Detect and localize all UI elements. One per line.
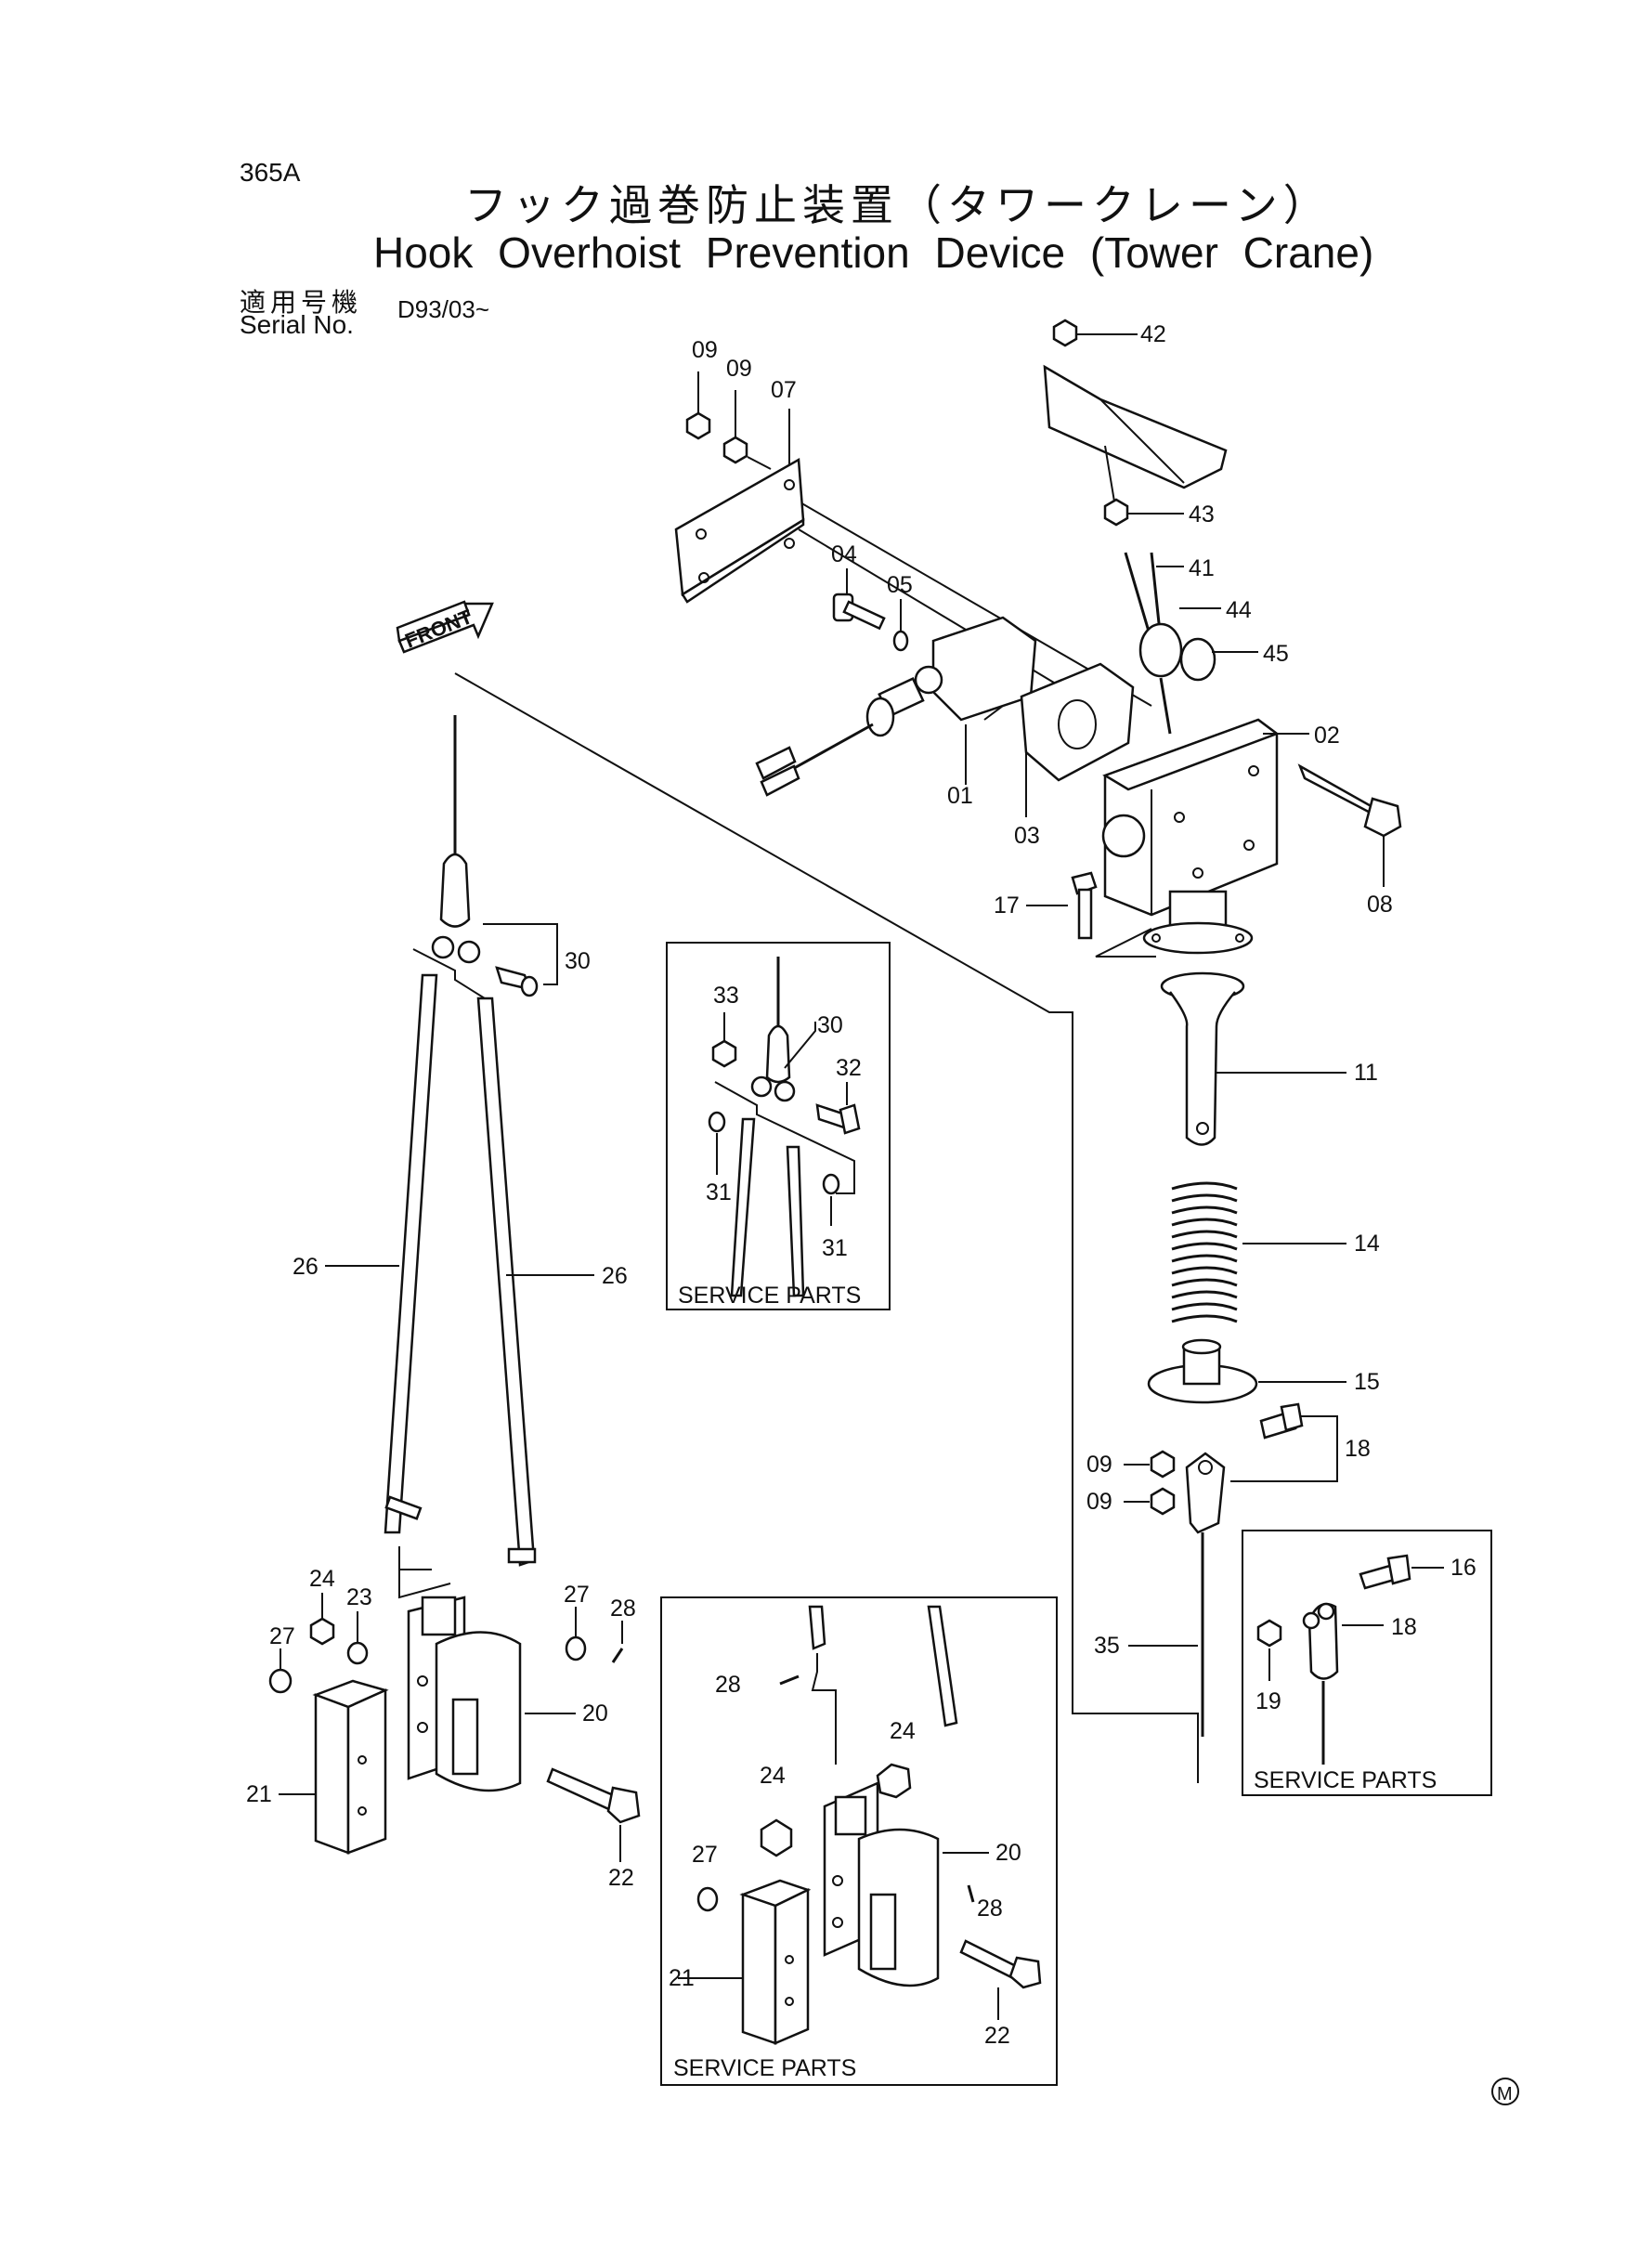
callout-32: 32 (836, 1055, 862, 1081)
callout-01: 01 (947, 783, 973, 809)
service-parts-label: SERVICE PARTS (678, 1283, 861, 1309)
bolt-08 (1297, 763, 1402, 887)
callout-26: 26 (293, 1254, 319, 1280)
hanging-rope (431, 715, 558, 997)
callout-07: 07 (771, 377, 797, 403)
manufacturer-mark: M (1491, 2078, 1519, 2105)
callout-22: 22 (984, 2023, 1010, 2049)
callout-26: 26 (602, 1263, 628, 1289)
shaft-11 (1160, 971, 1346, 1146)
bolt-22 (546, 1767, 641, 1862)
callout-43: 43 (1189, 502, 1215, 528)
callout-20: 20 (995, 1840, 1021, 1866)
callout-24: 24 (890, 1718, 916, 1744)
title-japanese: フック過巻防止装置（タワークレーン） (464, 181, 1332, 229)
callout-30: 30 (565, 948, 591, 974)
callout-27: 27 (692, 1842, 718, 1868)
clevis-18 (1124, 1402, 1338, 1534)
callout-28: 28 (977, 1896, 1003, 1922)
callout-09: 09 (1086, 1452, 1112, 1478)
front-arrow: FRONT (396, 600, 494, 654)
limit-switch-01 (755, 616, 1037, 797)
title-english: Hook Overhoist Prevention Device (Tower … (373, 228, 1374, 277)
callout-28: 28 (715, 1672, 741, 1698)
callout-09: 09 (692, 337, 718, 363)
service-parts-label: SERVICE PARTS (1254, 1767, 1437, 1793)
bolt-04 (832, 568, 909, 652)
mounting-plate-07 (674, 371, 805, 604)
callout-17: 17 (994, 892, 1020, 919)
callout-09: 09 (726, 356, 752, 382)
callout-18: 18 (1345, 1436, 1371, 1462)
callout-24: 24 (309, 1566, 335, 1592)
callout-09: 09 (1086, 1489, 1112, 1515)
callout-04: 04 (831, 541, 857, 567)
callout-42: 42 (1140, 321, 1166, 347)
block-21 (279, 1679, 389, 1855)
service-parts-box-1: SERVICE PARTS (666, 942, 891, 1310)
callout-21: 21 (246, 1781, 272, 1807)
callout-45: 45 (1263, 641, 1289, 667)
callout-28: 28 (610, 1596, 636, 1622)
link-bar-26 (325, 948, 594, 1570)
service-parts-box-2: SERVICE PARTS (1242, 1530, 1492, 1796)
callout-18: 18 (1391, 1614, 1417, 1640)
callout-11: 11 (1354, 1060, 1378, 1086)
manufacturer-mark-letter: M (1497, 2084, 1513, 2104)
service-parts-label: SERVICE PARTS (673, 2055, 856, 2081)
clamp-block-20 (398, 1570, 576, 1792)
serial-label-japanese: 適用号機 (240, 288, 363, 317)
gasket-03 (1020, 662, 1135, 817)
callout-14: 14 (1354, 1231, 1380, 1257)
callout-31: 31 (822, 1235, 848, 1261)
callout-15: 15 (1354, 1369, 1380, 1395)
callout-22: 22 (608, 1865, 634, 1891)
guide-plate (1043, 319, 1228, 527)
callout-31: 31 (706, 1179, 732, 1205)
bracket-02 (1101, 718, 1309, 917)
callout-20: 20 (582, 1700, 608, 1726)
bolt-17 (1026, 871, 1098, 940)
spring-seat-15 (1147, 1338, 1346, 1404)
callout-08: 08 (1367, 892, 1393, 918)
serial-value: D93/03~ (397, 295, 490, 323)
callout-35: 35 (1094, 1633, 1120, 1659)
callout-labels: 09 09 07 42 43 41 44 45 04 05 02 01 03 0… (246, 321, 1476, 2049)
callout-02: 02 (1314, 723, 1340, 749)
callout-33: 33 (713, 983, 739, 1009)
rod-41 (1124, 552, 1258, 735)
callout-19: 19 (1255, 1688, 1281, 1714)
spring-14 (1171, 1181, 1346, 1323)
callout-30: 30 (817, 1012, 843, 1038)
callout-16: 16 (1450, 1555, 1476, 1581)
callout-05: 05 (887, 572, 913, 598)
callout-27: 27 (269, 1623, 295, 1649)
small-parts-lower (268, 1593, 624, 1694)
callout-23: 23 (346, 1584, 372, 1610)
callout-44: 44 (1226, 597, 1252, 623)
callout-41: 41 (1189, 555, 1215, 581)
callout-27: 27 (564, 1582, 590, 1608)
callout-03: 03 (1014, 823, 1040, 849)
callout-24: 24 (760, 1763, 786, 1789)
post-tube (1095, 890, 1254, 958)
callout-21: 21 (669, 1965, 695, 1991)
service-parts-box-3: SERVICE PARTS (660, 1596, 1058, 2086)
wire-rope-35 (1128, 1532, 1204, 1737)
page-number: 365A (240, 158, 301, 187)
serial-label-english: Serial No. (240, 310, 354, 339)
